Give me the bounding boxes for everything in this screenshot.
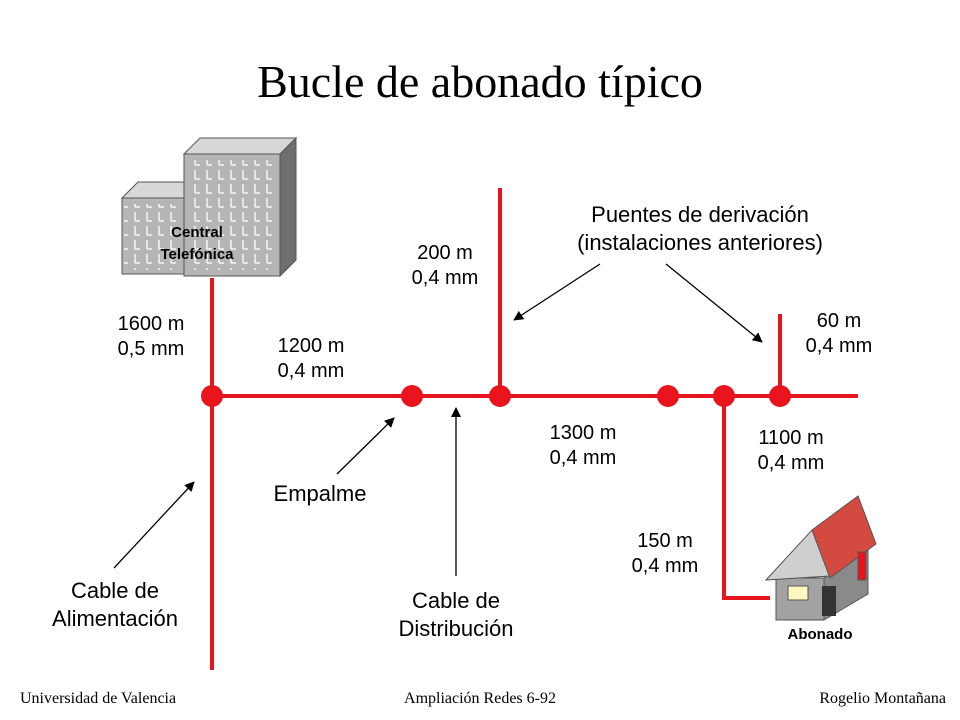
footer-left: Universidad de Valencia (20, 690, 177, 707)
puentes-callout: Puentes de derivación (instalaciones ant… (577, 202, 823, 255)
bridge-2-label: 60 m 0,4 mm (805, 310, 873, 357)
feeder-segment-label: 1600 m 0,5 mm (117, 313, 185, 360)
abonado-label: Abonado (787, 626, 853, 643)
central-building-icon (120, 136, 298, 278)
segment-c-label: 1100 m 0,4 mm (757, 427, 825, 474)
alimentacion-callout: Cable de Alimentación (52, 578, 178, 631)
callout-arrows (113, 263, 763, 576)
segment-a-label: 1200 m 0,4 mm (277, 335, 345, 382)
node-bridge-1 (489, 385, 511, 407)
node-drop (713, 385, 735, 407)
arrow-alimentacion (113, 481, 195, 569)
central-label: Central Telefónica (160, 224, 234, 263)
node-central-junction (201, 385, 223, 407)
page-title: Bucle de abonado típico (257, 56, 703, 107)
empalme-callout: Empalme (273, 481, 367, 506)
arrow-puentes-1 (513, 263, 601, 321)
segment-b-label: 1300 m 0,4 mm (549, 422, 617, 469)
junction-nodes (201, 385, 791, 407)
arrow-empalme (336, 417, 395, 475)
distribucion-callout: Cable de Distribución (398, 588, 514, 641)
house-icon (764, 495, 877, 621)
drop-cable (722, 396, 770, 600)
arrow-puentes-2 (665, 263, 763, 343)
node-bridge-2 (769, 385, 791, 407)
node-splice (401, 385, 423, 407)
node-splice-2 (657, 385, 679, 407)
cable-lines (210, 188, 858, 670)
footer-right: Rogelio Montañana (819, 690, 946, 707)
footer-center: Ampliación Redes 6-92 (404, 690, 556, 707)
bridge-1-label: 200 m 0,4 mm (411, 242, 479, 289)
drop-segment-label: 150 m 0,4 mm (631, 530, 699, 577)
